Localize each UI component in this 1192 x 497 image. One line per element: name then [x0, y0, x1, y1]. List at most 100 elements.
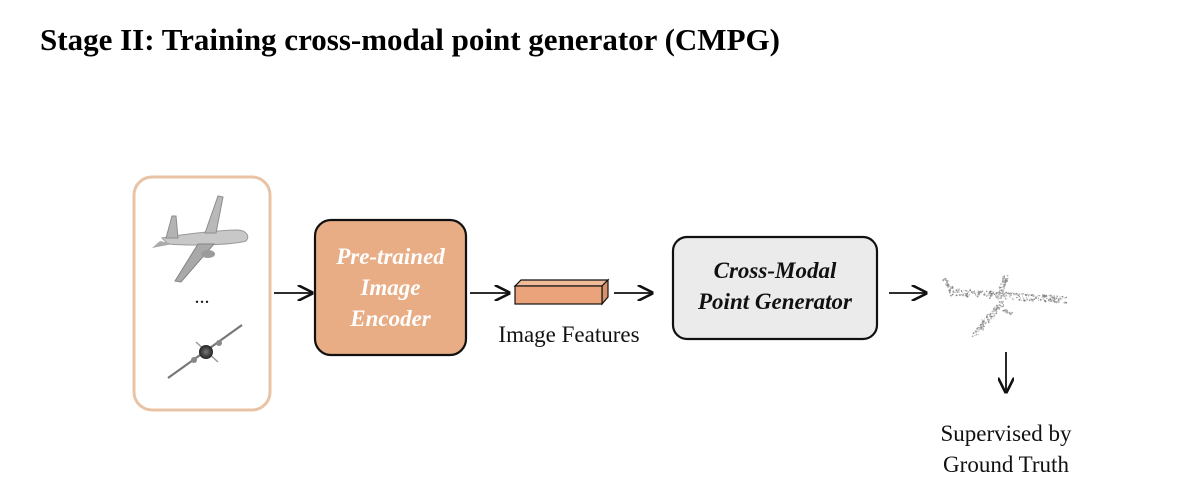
point-cloud-dot	[975, 332, 978, 334]
point-cloud-dot	[1005, 292, 1007, 294]
point-cloud-dot	[978, 327, 980, 329]
point-cloud-dot	[1018, 298, 1021, 301]
point-cloud-dot	[961, 291, 963, 293]
point-cloud-dot	[1002, 300, 1004, 302]
point-cloud-dot	[976, 292, 978, 294]
point-cloud-dot	[1007, 278, 1009, 280]
point-cloud-dot	[962, 291, 963, 293]
point-cloud-dot	[997, 298, 999, 300]
point-cloud-dot	[1018, 293, 1021, 295]
point-cloud-dot	[1021, 295, 1024, 297]
encoder-label-line: Pre-trained	[336, 244, 445, 269]
point-cloud-dot	[971, 335, 974, 338]
point-cloud-dot	[1002, 304, 1005, 306]
point-cloud-dot	[988, 313, 990, 315]
point-cloud-dot	[1059, 298, 1061, 300]
point-cloud-dot	[1054, 298, 1056, 301]
point-cloud-dot	[1037, 297, 1040, 299]
point-cloud-dot	[1000, 300, 1003, 303]
point-cloud-airplane-icon	[942, 274, 1068, 338]
point-cloud-dot	[1020, 299, 1023, 301]
point-cloud-dot	[1020, 293, 1023, 295]
point-cloud-dot	[1002, 301, 1004, 303]
point-cloud-dot	[995, 295, 997, 297]
supervision-label-line: Supervised by	[940, 421, 1072, 446]
point-cloud-dot	[1001, 306, 1003, 308]
point-cloud-dot	[1013, 294, 1015, 296]
point-cloud-dot	[942, 279, 945, 282]
point-cloud-dot	[1052, 297, 1055, 300]
point-cloud-dot	[990, 317, 992, 320]
point-cloud-dot	[1005, 311, 1008, 314]
point-cloud-dot	[994, 293, 996, 296]
point-cloud-dot	[980, 326, 983, 329]
point-cloud-dot	[995, 307, 998, 310]
point-cloud-dot	[1019, 297, 1022, 300]
point-cloud-dot	[978, 294, 981, 296]
point-cloud-dot	[1056, 301, 1058, 303]
supervision-label: Supervised by Ground Truth	[906, 418, 1106, 480]
point-cloud-dot	[991, 311, 993, 313]
point-cloud-dot	[1015, 297, 1017, 299]
point-cloud-dot	[990, 315, 992, 318]
point-cloud-dot	[998, 296, 1000, 298]
point-cloud-dot	[1011, 291, 1014, 294]
point-cloud-dot	[985, 321, 987, 324]
point-cloud-dot	[1004, 279, 1007, 282]
point-cloud-dot	[989, 314, 991, 316]
point-cloud-dot	[1051, 296, 1053, 298]
point-cloud-dot	[1003, 275, 1006, 278]
point-cloud-dot	[1007, 293, 1009, 295]
point-cloud-dot	[958, 294, 961, 296]
point-cloud-dot	[960, 294, 962, 296]
point-cloud-dot	[1012, 298, 1015, 301]
point-cloud-dot	[977, 330, 979, 332]
point-cloud-dot	[982, 290, 984, 293]
point-cloud-dot	[982, 320, 985, 323]
point-cloud-dot	[984, 293, 986, 295]
point-cloud-dot	[1000, 294, 1003, 297]
point-cloud-dot	[1056, 295, 1058, 297]
point-cloud-dot	[986, 295, 988, 297]
point-cloud-dot	[1032, 294, 1035, 297]
point-cloud-dot	[1045, 294, 1048, 297]
slide-title: Stage II: Training cross-modal point gen…	[40, 22, 780, 57]
point-cloud-dot	[1000, 286, 1003, 289]
point-cloud-dot	[955, 294, 958, 297]
point-cloud-dot	[977, 333, 979, 335]
point-cloud-dot	[1001, 281, 1004, 284]
point-cloud-dot	[974, 334, 976, 336]
point-cloud-dot	[993, 315, 996, 317]
point-cloud-dot	[1028, 299, 1031, 302]
point-cloud-dot	[1048, 294, 1051, 297]
point-cloud-dot	[982, 329, 984, 331]
point-cloud-dot	[983, 318, 986, 320]
point-cloud-dot	[1029, 298, 1032, 300]
point-cloud-dot	[981, 319, 983, 321]
point-cloud-dot	[1063, 297, 1066, 299]
point-cloud-dot	[1065, 301, 1068, 304]
point-cloud-dot	[1043, 295, 1046, 298]
point-cloud-dot	[1002, 283, 1004, 285]
point-cloud-dot	[965, 294, 967, 297]
point-cloud-dot	[1000, 302, 1002, 304]
point-cloud-dot	[997, 291, 999, 293]
point-cloud-dot	[1063, 302, 1066, 304]
point-cloud-dot	[955, 289, 958, 291]
point-cloud-dot	[1065, 296, 1067, 299]
point-cloud-dot	[989, 291, 991, 294]
point-cloud-dot	[1041, 296, 1043, 298]
image-encoder-box	[313, 218, 468, 357]
point-cloud-dot	[1051, 295, 1053, 297]
point-cloud-dot	[1051, 298, 1054, 300]
point-cloud-dot	[947, 280, 949, 282]
point-cloud-dot	[1043, 294, 1045, 296]
point-cloud-dot	[1042, 298, 1044, 300]
point-cloud-dot	[998, 304, 1000, 306]
point-cloud-dot	[965, 293, 967, 295]
point-cloud-dot	[951, 293, 954, 296]
point-cloud-dot	[1008, 311, 1011, 314]
point-cloud-dot	[979, 290, 982, 293]
point-cloud-dot	[977, 291, 980, 294]
